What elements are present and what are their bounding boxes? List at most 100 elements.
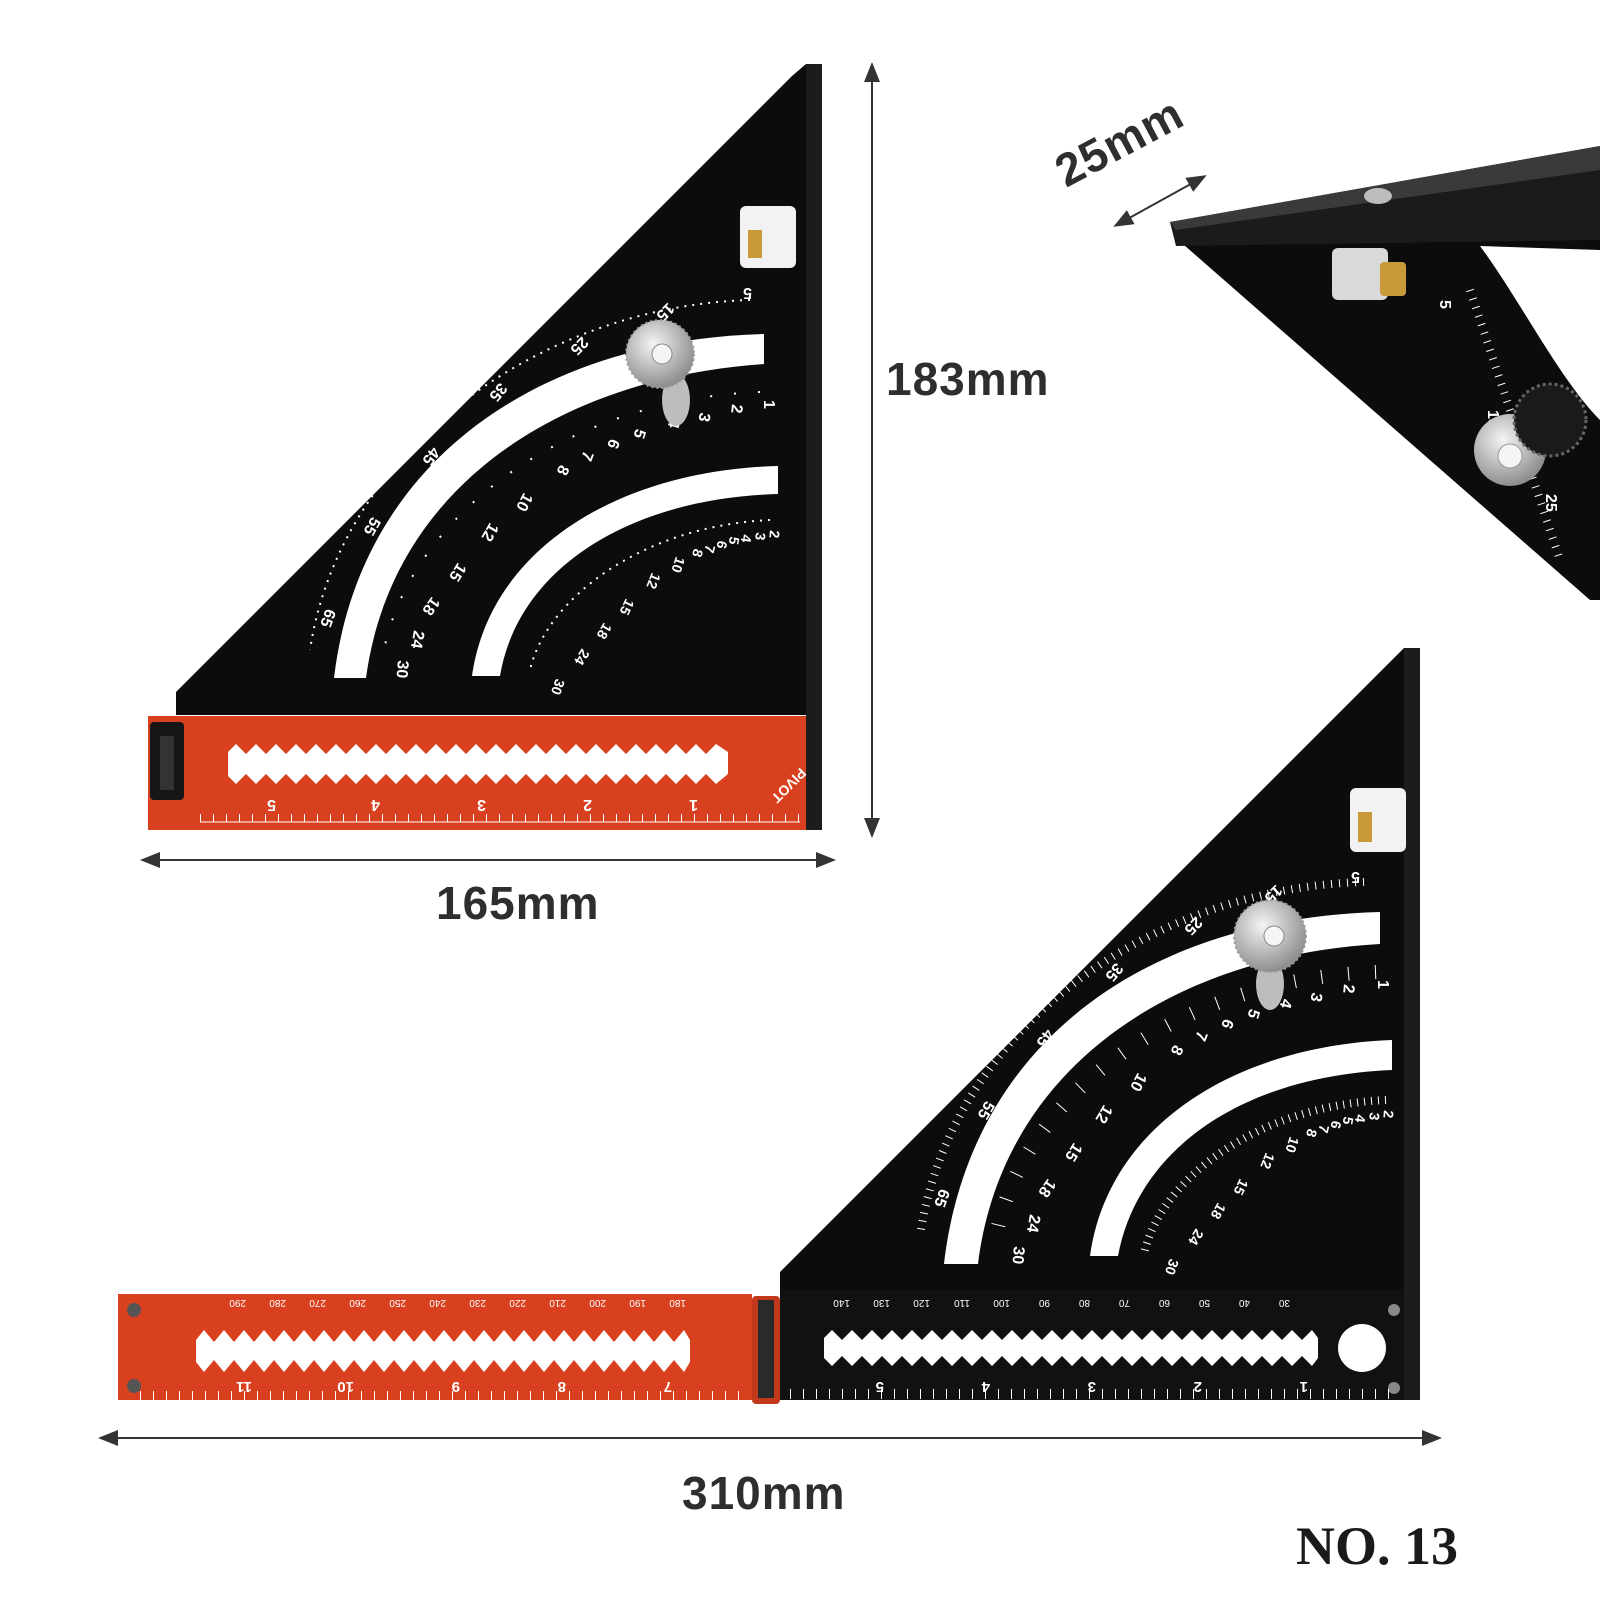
middle-scale-label: 3 — [694, 411, 712, 423]
red-hinge-arm: 1 2 3 4 5 PIVOT — [148, 716, 809, 830]
middle-scale-label: 3 — [1306, 991, 1324, 1003]
outer-arc-slot — [334, 334, 764, 678]
red-serrated-slot — [196, 1330, 690, 1372]
mm-label: 230 — [469, 1297, 486, 1308]
inner-scale-label: 4 — [738, 534, 755, 544]
closeup-level-window — [1332, 248, 1388, 300]
inner-scale-label: 15 — [1230, 1177, 1251, 1198]
inner-scale-label: 30 — [1162, 1257, 1182, 1277]
inch-label: 2 — [1194, 1378, 1202, 1395]
folding-square-top-view: 5 15 25 35 45 55 65 1 2 3 4 5 6 7 8 10 1… — [140, 62, 880, 868]
inner-scale-label: 10 — [1282, 1135, 1302, 1155]
inner-scale-label: 5 — [1340, 1115, 1357, 1126]
hang-hole — [1338, 1324, 1386, 1372]
extended-length-label: 310mm — [682, 1467, 846, 1519]
mm-label: 70 — [1118, 1297, 1130, 1308]
inner-scale-label: 2 — [1380, 1110, 1397, 1119]
red-extension-arm: 180 190 200 210 220 230 240 250 260 270 … — [118, 1294, 752, 1401]
inner-scale-label: 30 — [548, 677, 568, 697]
rivet — [127, 1379, 141, 1393]
mm-label: 60 — [1158, 1297, 1170, 1308]
mm-label: 280 — [269, 1297, 286, 1308]
mm-label: 110 — [954, 1297, 970, 1308]
middle-scale-label: 2 — [727, 404, 745, 414]
outer-scale-label: 5 — [1351, 868, 1360, 885]
inner-scale-label: 2 — [766, 530, 783, 539]
width-dimension-label: 165mm — [436, 877, 600, 929]
screw-hole — [1364, 188, 1392, 204]
middle-scale-label: 24 — [407, 629, 427, 650]
mm-label: 40 — [1238, 1297, 1250, 1308]
brass-screw — [748, 230, 762, 258]
red-inch-scale: 7 8 9 10 11 — [236, 1378, 672, 1395]
svg-text:5: 5 — [1436, 300, 1453, 309]
mm-label: 200 — [589, 1297, 606, 1308]
middle-scale-label: 15 — [445, 560, 469, 584]
mm-label: 260 — [349, 1297, 366, 1308]
inch-label: 11 — [236, 1378, 252, 1395]
middle-scale-label: 12 — [478, 520, 502, 544]
middle-scale-label: 12 — [1092, 1102, 1116, 1126]
mm-label: 120 — [913, 1297, 930, 1308]
model-number: NO. 13 — [1296, 1516, 1458, 1576]
inner-scale-label: 18 — [1208, 1201, 1230, 1223]
mm-label: 180 — [669, 1297, 686, 1308]
black-ruler-base: 30 40 50 60 70 80 90 100 110 120 130 140… — [780, 1290, 1404, 1400]
inner-scale-label: 15 — [616, 597, 637, 618]
height-dimension-label: 183mm — [886, 353, 1050, 405]
red-mm-scale: 180 190 200 210 220 230 240 250 260 270 … — [229, 1297, 686, 1308]
closeup-slot — [1480, 246, 1600, 420]
middle-scale-label: 24 — [1023, 1213, 1043, 1234]
rivet — [127, 1303, 141, 1317]
folding-square-extended: 5 15 25 35 45 55 65 1 2 3 4 5 6 7 8 10 1… — [98, 648, 1442, 1446]
svg-text:2: 2 — [1566, 320, 1583, 329]
middle-scale-label: 10 — [1126, 1070, 1149, 1094]
extended-inner-slot — [1090, 1040, 1392, 1256]
inch-label: 3 — [477, 796, 486, 813]
outer-scale-label: 5 — [743, 284, 752, 301]
inch-label: 4 — [981, 1378, 990, 1395]
middle-scale-label: 30 — [1008, 1246, 1026, 1265]
inner-scale-label: 18 — [594, 621, 616, 643]
black-inch-scale: 1 2 3 4 5 — [876, 1378, 1308, 1395]
inner-scale-label: 4 — [1352, 1114, 1369, 1124]
inch-label: 1 — [689, 796, 698, 813]
extended-outer-slot — [944, 912, 1380, 1264]
thickness-dimension-arrow — [1113, 175, 1207, 227]
mm-label: 140 — [833, 1297, 850, 1308]
inner-scale-label: 3 — [752, 532, 769, 542]
mm-label: 190 — [629, 1297, 646, 1308]
svg-text:25: 25 — [1542, 494, 1559, 512]
inner-scale-label: 3 — [1366, 1112, 1383, 1122]
inner-scale-label: 10 — [668, 555, 688, 575]
arm-inch-numbers: 1 2 3 4 5 — [267, 796, 698, 813]
black-serrated-slot — [824, 1330, 1318, 1366]
inner-scale-label: 7 — [1315, 1123, 1332, 1135]
serrated-slot — [228, 744, 728, 784]
inner-scale-label: 24 — [571, 646, 593, 668]
inner-scale-label: 6 — [713, 539, 730, 550]
inner-scale-numbers: 2 3 4 5 6 7 8 10 12 15 18 24 30 — [548, 530, 783, 698]
inch-label: 1 — [1300, 1378, 1308, 1395]
inch-label: 7 — [664, 1378, 672, 1395]
mm-label: 240 — [429, 1297, 446, 1308]
mm-label: 290 — [229, 1297, 246, 1308]
inch-label: 9 — [452, 1378, 460, 1395]
svg-text:1: 1 — [1546, 290, 1563, 299]
middle-scale-label: 10 — [512, 490, 535, 514]
extended-locking-knob — [1233, 899, 1307, 1010]
mm-label: 80 — [1078, 1297, 1090, 1308]
outer-scale-label: 55 — [360, 514, 384, 538]
inch-label: 5 — [267, 796, 276, 813]
inch-label: 4 — [371, 796, 380, 813]
outer-degree-ticks — [309, 299, 751, 651]
inch-label: 10 — [337, 1378, 354, 1395]
locking-knob — [625, 319, 695, 426]
mm-label: 30 — [1278, 1297, 1290, 1308]
outer-scale-label: 65 — [930, 1187, 952, 1210]
middle-scale-label: 2 — [1339, 984, 1357, 994]
mm-label: 100 — [993, 1297, 1010, 1308]
inch-label: 5 — [876, 1378, 884, 1395]
inner-scale-label: 7 — [701, 543, 718, 555]
